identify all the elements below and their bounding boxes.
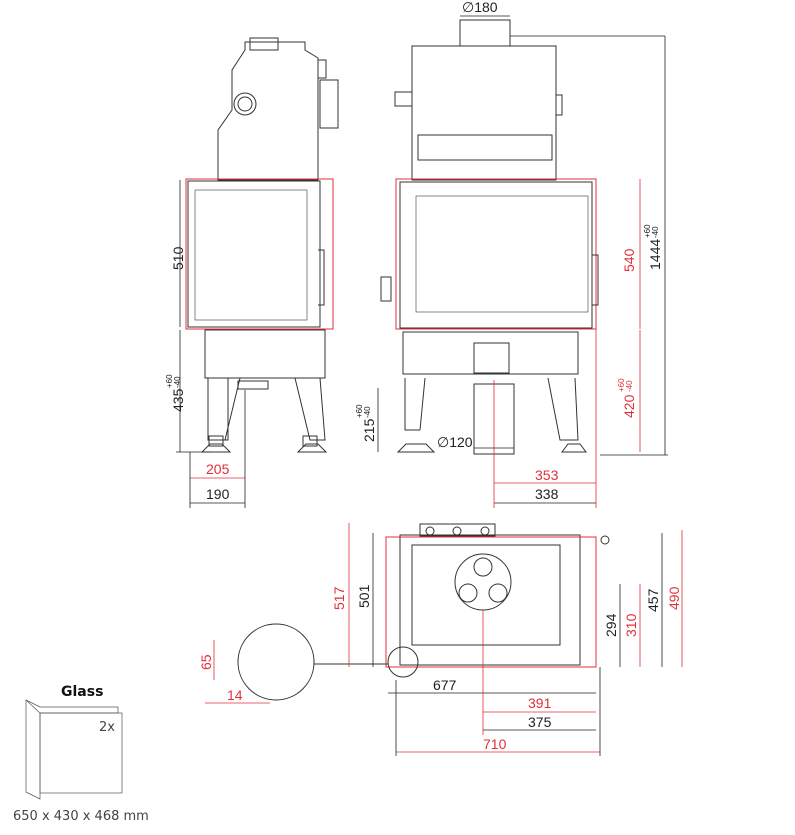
dim-front-base-tol-plus: +60 — [617, 378, 626, 392]
front-view — [380, 19, 599, 455]
dim-top-depth-right: 457 — [645, 588, 661, 612]
dim-top-width: 677 — [433, 677, 457, 693]
dim-flue-diameter: ∅180 — [462, 0, 498, 15]
dim-front-base-height: 420 — [621, 394, 637, 418]
dim-flue-pos-x-red: 391 — [528, 695, 552, 711]
dim-top-depth-right-red: 490 — [666, 586, 682, 610]
dim-flue-pos-y-red: 310 — [623, 613, 639, 637]
dim-side-depth-red: 205 — [206, 461, 230, 477]
dim-side-base-tol-minus: -40 — [173, 376, 182, 388]
dim-flue-pos-y: 294 — [603, 613, 619, 637]
dim-air-inlet-tol-plus: +60 — [355, 404, 364, 418]
dim-side-glass-height: 510 — [170, 246, 186, 270]
dim-flue-pos-x: 375 — [528, 714, 552, 730]
dim-front-base-tol-minus: -40 — [625, 380, 634, 392]
dim-top-depth-red: 517 — [331, 586, 347, 610]
dim-air-inlet-diameter: ∅120 — [437, 434, 473, 450]
dim-total-width: 710 — [483, 736, 507, 752]
dim-side-base-tol-plus: +60 — [165, 374, 174, 388]
dim-detail-height: 65 — [198, 654, 214, 670]
glass-quantity: 2x — [99, 720, 115, 735]
side-view — [185, 37, 339, 453]
dimension-lines — [176, 15, 683, 756]
dim-detail-width: 14 — [227, 687, 243, 703]
dim-total-tol-minus: -40 — [651, 226, 660, 238]
dim-total-tol-plus: +60 — [643, 224, 652, 238]
dim-front-offset-red: 353 — [535, 467, 559, 483]
glass-title: Glass — [61, 684, 103, 700]
dim-front-glass-height: 540 — [621, 248, 637, 272]
top-view — [237, 523, 610, 701]
glass-size: 650 x 430 x 468 mm — [13, 809, 149, 824]
glass-panel-illustration — [25, 699, 123, 800]
dim-top-depth: 501 — [356, 584, 372, 608]
dim-total-height: 1444 — [647, 239, 663, 270]
dim-air-inlet-height: 215 — [361, 418, 377, 442]
dim-side-base-height: 435 — [170, 388, 186, 412]
dim-side-depth: 190 — [206, 486, 230, 502]
dim-air-inlet-tol-minus: -40 — [363, 406, 372, 418]
dim-front-offset: 338 — [535, 486, 559, 502]
